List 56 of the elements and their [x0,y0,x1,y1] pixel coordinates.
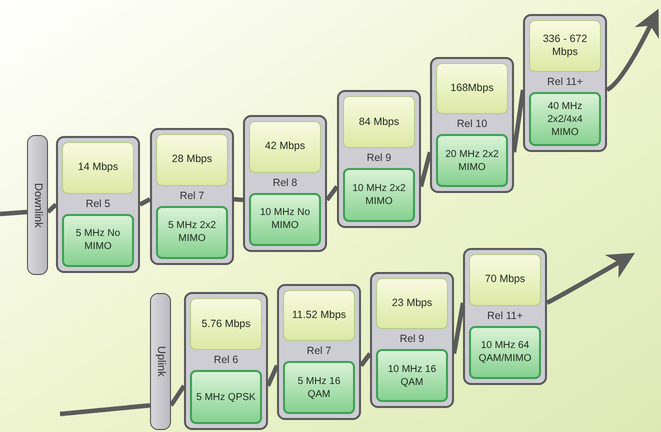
release-label: Rel 7 [306,344,332,359]
release-label: Rel 9 [366,151,392,166]
connector-line [60,403,150,416]
speed-box: 14 Mbps [62,142,134,194]
release-card [150,128,234,265]
config-box: 10 MHz No MIMO [249,192,321,246]
release-card [184,292,268,430]
config-box: 5 MHz 2x2 MIMO [156,206,228,259]
config-box: 10 MHz 2x2 MIMO [343,168,415,222]
release-label: Rel 9 [398,332,426,347]
speed-box: 5.76 Mbps [190,298,262,350]
connector-line [452,302,466,354]
release-card [243,115,327,252]
release-label: Rel 8 [272,176,298,190]
speed-box: 70 Mbps [469,254,541,306]
speed-box: 168Mbps [436,63,508,114]
speed-box: 23 Mbps [376,278,448,329]
connector-line [266,364,280,387]
release-label: Rel 5 [84,196,112,212]
release-card [370,272,454,408]
release-card [56,136,140,273]
release-card [430,57,514,193]
speed-box: 42 Mbps [249,121,321,172]
connector-line [169,384,186,407]
connector-line [0,210,28,216]
config-box: 5 MHz No MIMO [62,214,134,267]
trend-arrow [546,252,635,305]
connector-line [359,352,372,367]
speed-box: 28 Mbps [156,134,228,186]
release-card [277,284,361,420]
speed-box: 84 Mbps [343,96,415,148]
direction-label: Downlink [27,135,48,275]
connector-line [234,197,244,202]
connector-line [46,202,58,214]
trend-arrow [606,8,659,92]
config-box: 5 MHz QPSK [190,370,262,424]
connector-line [138,197,152,206]
release-label: Rel 7 [178,188,206,204]
speed-box: 11.52 Mbps [283,290,355,341]
connector-line [418,152,432,188]
release-card [337,90,421,228]
release-card [463,248,547,385]
config-box: 10 MHz 64 QAM/MIMO [469,326,541,379]
connector-line [512,90,526,153]
direction-label: Uplink [150,293,171,430]
release-label: Rel 6 [212,353,240,368]
config-box: 10 MHz 16 QAM [376,349,448,402]
release-label: Rel 11+ [546,75,584,90]
config-box: 40 MHz 2x2/4x4 MIMO [529,92,601,146]
connector-line [325,185,339,202]
release-label: Rel 10 [456,117,488,132]
release-card [523,14,607,152]
config-box: 5 MHz 16 QAM [283,361,355,414]
release-label: Rel 11+ [486,308,524,324]
speed-box: 336 - 672 Mbps [529,20,601,72]
config-box: 20 MHz 2x2 MIMO [436,134,508,187]
